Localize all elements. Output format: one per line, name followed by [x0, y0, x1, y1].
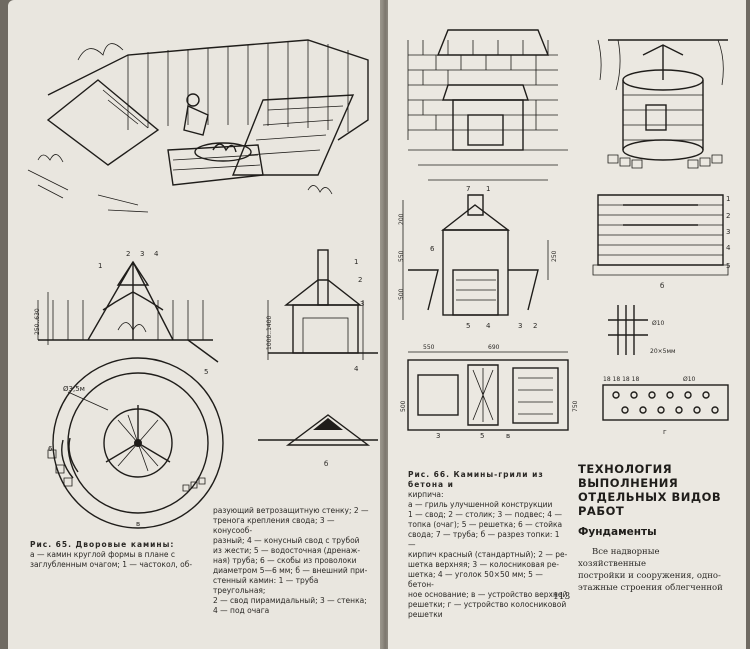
right-page-drawings	[402, 29, 729, 431]
label-n1-b: 1	[354, 258, 359, 266]
label-n4-b: 4	[354, 365, 359, 373]
label-r-n5: 5	[466, 322, 471, 330]
left-caption-line: диаметром 5—6 мм; б — внешний при-	[213, 566, 368, 575]
label-r-d10: Ø10	[652, 320, 665, 327]
label-r-n3: 3	[518, 322, 523, 330]
section-body-line: постройки и сооружения, одно-	[578, 571, 721, 581]
left-caption-line: 4 — под очага	[213, 606, 270, 615]
label-r-b5: 5	[726, 262, 731, 270]
label-r-n6: 6	[430, 245, 435, 253]
drawing-v-plan	[407, 351, 569, 431]
left-caption-line: разный; 4 — конусный свод с трубой	[213, 536, 360, 545]
left-caption-line: тренога крепления свода; 3 — конусооб-	[213, 516, 335, 535]
garden-fireplace-scene	[27, 39, 369, 213]
label-diameter: Ø3,5м	[63, 385, 85, 393]
right-caption-line: шетка; 4 — уголок 50×50 мм; 5 — бетон-	[408, 570, 543, 589]
section-body-line: Все надворные хозяйственные	[578, 547, 660, 569]
section-heading-line: ТЕХНОЛОГИЯ	[578, 462, 673, 476]
drawing-b-section	[592, 194, 729, 276]
label-n5-a: 5	[204, 368, 209, 376]
right-caption-line: шетка верхняя; 3 — колосниковая ре-	[408, 560, 559, 569]
label-r-dim200: 200	[398, 213, 405, 225]
left-caption-line: 2 — свод пирамидальный; 3 — стенка;	[213, 596, 367, 605]
label-r-v5: 5	[480, 432, 485, 440]
right-caption-line: а — гриль улучшенной конструкции	[408, 500, 553, 509]
drawing-b-wall-fireplace	[258, 249, 378, 446]
label-n1-a: 1	[98, 262, 103, 270]
label-r-d20x5: 20×5мм	[650, 348, 676, 355]
left-caption-col1: Рис. 65. Дворовые камины: а — камин круг…	[30, 540, 205, 570]
label-dim-b: 1000..1400	[266, 315, 273, 350]
label-r-dim500b: 500	[400, 400, 407, 412]
label-n2-b: 2	[358, 276, 363, 284]
label-n3-b: 3	[360, 300, 365, 308]
right-page: 7 1 6 5 4 3 2 200 550 500 250 550 690 50…	[388, 0, 746, 649]
left-caption-col2: разующий ветрозащитную стенку; 2 — трено…	[213, 506, 373, 616]
brick-grill-scene	[407, 29, 568, 181]
left-caption-line: стенный камин: 1 — труба треугольная;	[213, 576, 319, 595]
label-n4-a: 4	[154, 250, 159, 258]
section-heading-line: ВЫПОЛНЕНИЯ	[578, 476, 679, 490]
left-caption-line: а — камин круглой формы в плане с	[30, 550, 175, 559]
label-r-b3: 3	[726, 228, 731, 236]
drawing-g-grate	[602, 384, 729, 421]
left-page: Ø3,5м 2 3 4 1 5 6 250..630 в 1 2 3 4 100…	[8, 0, 380, 649]
section-heading: ТЕХНОЛОГИЯ ВЫПОЛНЕНИЯ ОТДЕЛЬНЫХ ВИДОВ РА…	[578, 462, 728, 518]
label-r-v: в	[506, 432, 511, 440]
right-caption-line: решетки; г — устройство колосниковой	[408, 600, 567, 609]
left-caption-line: ная) труба; 6 — скобы из проволоки	[213, 556, 357, 565]
left-caption-line: из жести; 5 — водосточная (дренаж-	[213, 546, 361, 555]
label-r-d18: 18 18 18 18	[603, 376, 640, 383]
right-caption-line: свода; 7 — труба; б — разрез топки: 1 —	[408, 530, 560, 549]
label-b: б	[324, 460, 329, 468]
section-subheading: Фундаменты	[578, 526, 657, 538]
right-caption-line: решетки	[408, 610, 443, 619]
right-caption-line: топка (очаг); 5 — решетка; 6 — стойка	[408, 520, 563, 529]
right-caption-title: Рис. 66. Камины-грили из бетона и	[408, 470, 544, 489]
section-heading-line: ОТДЕЛЬНЫХ ВИДОВ	[578, 490, 722, 504]
label-r-d10b: Ø10	[683, 376, 696, 383]
label-r-dim750: 750	[572, 400, 579, 412]
label-r-g: г	[663, 428, 667, 436]
label-r-dim250: 250	[551, 250, 558, 262]
right-caption-line: ное основание; в — устройство верхней	[408, 590, 568, 599]
label-a: в	[136, 520, 141, 528]
section-body-line: этажные строения облегченной	[578, 583, 723, 593]
section-heading-line: РАБОТ	[578, 504, 625, 518]
label-r-b1: 1	[726, 195, 731, 203]
label-r-dim550: 550	[398, 250, 405, 262]
drawing-v-rods	[608, 305, 648, 355]
label-r-b2: 2	[726, 212, 731, 220]
right-caption-line: кирпича:	[408, 490, 444, 499]
label-r-n2: 2	[533, 322, 538, 330]
label-dim-a: 250..630	[34, 308, 41, 335]
left-caption-title: Рис. 65. Дворовые камины:	[30, 540, 175, 549]
section-body: Все надворные хозяйственные постройки и …	[578, 546, 728, 594]
label-n2-a: 2	[126, 250, 131, 258]
label-r-n7: 7	[466, 185, 471, 193]
page-number: 113	[553, 592, 571, 602]
left-caption-line: заглубленным очагом; 1 — частокол, об-	[30, 560, 193, 569]
label-r-b: б	[660, 282, 665, 290]
label-r-n4: 4	[486, 322, 491, 330]
label-r-n1: 1	[486, 185, 491, 193]
label-r-dim690: 690	[488, 344, 500, 351]
right-caption-line: кирпич красный (стандартный); 2 — ре-	[408, 550, 568, 559]
label-n6-a: 6	[48, 445, 53, 453]
drawing-a-grill-elevation	[402, 194, 549, 320]
drawing-a-plan	[47, 357, 224, 529]
left-page-drawings	[27, 39, 378, 529]
right-caption: Рис. 66. Камины-грили из бетона и кирпич…	[408, 470, 568, 620]
label-n3-a: 3	[140, 250, 145, 258]
left-caption-line: разующий ветрозащитную стенку; 2 —	[213, 506, 369, 515]
drawing-a-elevation	[37, 260, 219, 363]
label-r-dim550h: 550	[423, 344, 435, 351]
round-stone-grill	[597, 39, 728, 169]
label-r-b4: 4	[726, 244, 731, 252]
right-caption-line: 1 — свод; 2 — столик; 3 — подвес; 4 —	[408, 510, 562, 519]
label-r-dim500: 500	[398, 288, 405, 300]
label-r-v3: 3	[436, 432, 441, 440]
